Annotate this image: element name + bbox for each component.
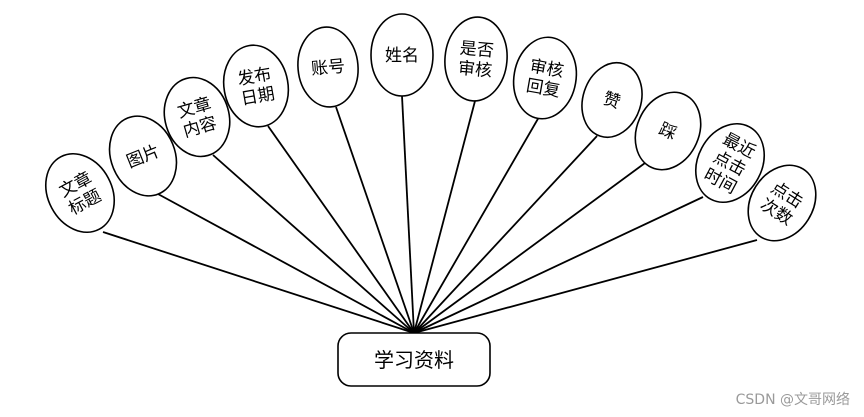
connector-line [413,135,598,334]
attribute-label: 姓名 [385,46,419,66]
attribute-ellipse [297,26,359,108]
attribute-ellipse [695,123,765,203]
connector-line [413,162,646,334]
attribute-label: 是否 [459,39,495,62]
entity: 学习资料 [337,332,491,387]
connector-line [413,100,476,334]
attribute-label: 审核 [457,59,493,82]
connector-line [413,239,758,334]
attribute-label: 账号 [310,57,346,80]
attributes: 文章标题图片文章内容发布日期账号 姓名 是否审核审核回复赞踩最近点击时间点击次数 [45,13,817,242]
attribute-ellipse [45,153,115,233]
entity-label: 学习资料 [374,348,454,372]
connector-line [212,154,415,334]
attribute-ellipse [108,115,178,197]
connector-line [157,193,415,334]
attribute-node: 踩 [634,91,702,171]
connector-line [413,196,704,334]
attribute-ellipse [581,61,643,139]
connector-line [102,231,415,334]
connectors [102,95,758,334]
attribute-label: 踩 [656,119,680,144]
attribute-ellipse [747,164,817,242]
connector-line [401,95,415,334]
connector-line [335,106,415,334]
connector-line [413,116,540,334]
connector-line [267,125,415,334]
attribute-node: 账号 [297,26,359,108]
attribute-node: 赞 [581,61,643,139]
attribute-ellipse [163,76,231,158]
attribute-ellipse [222,44,290,128]
watermark: CSDN @文哥网络 [735,392,850,408]
attribute-ellipse [634,91,702,171]
entity-box [337,332,491,387]
attribute-ellipse [370,13,434,97]
attribute-ellipse [444,16,508,102]
attribute-node: 图片 [108,115,178,197]
attribute-label: 赞 [601,89,623,113]
attribute-node: 姓名 [370,13,434,97]
attribute-ellipse [512,36,578,120]
